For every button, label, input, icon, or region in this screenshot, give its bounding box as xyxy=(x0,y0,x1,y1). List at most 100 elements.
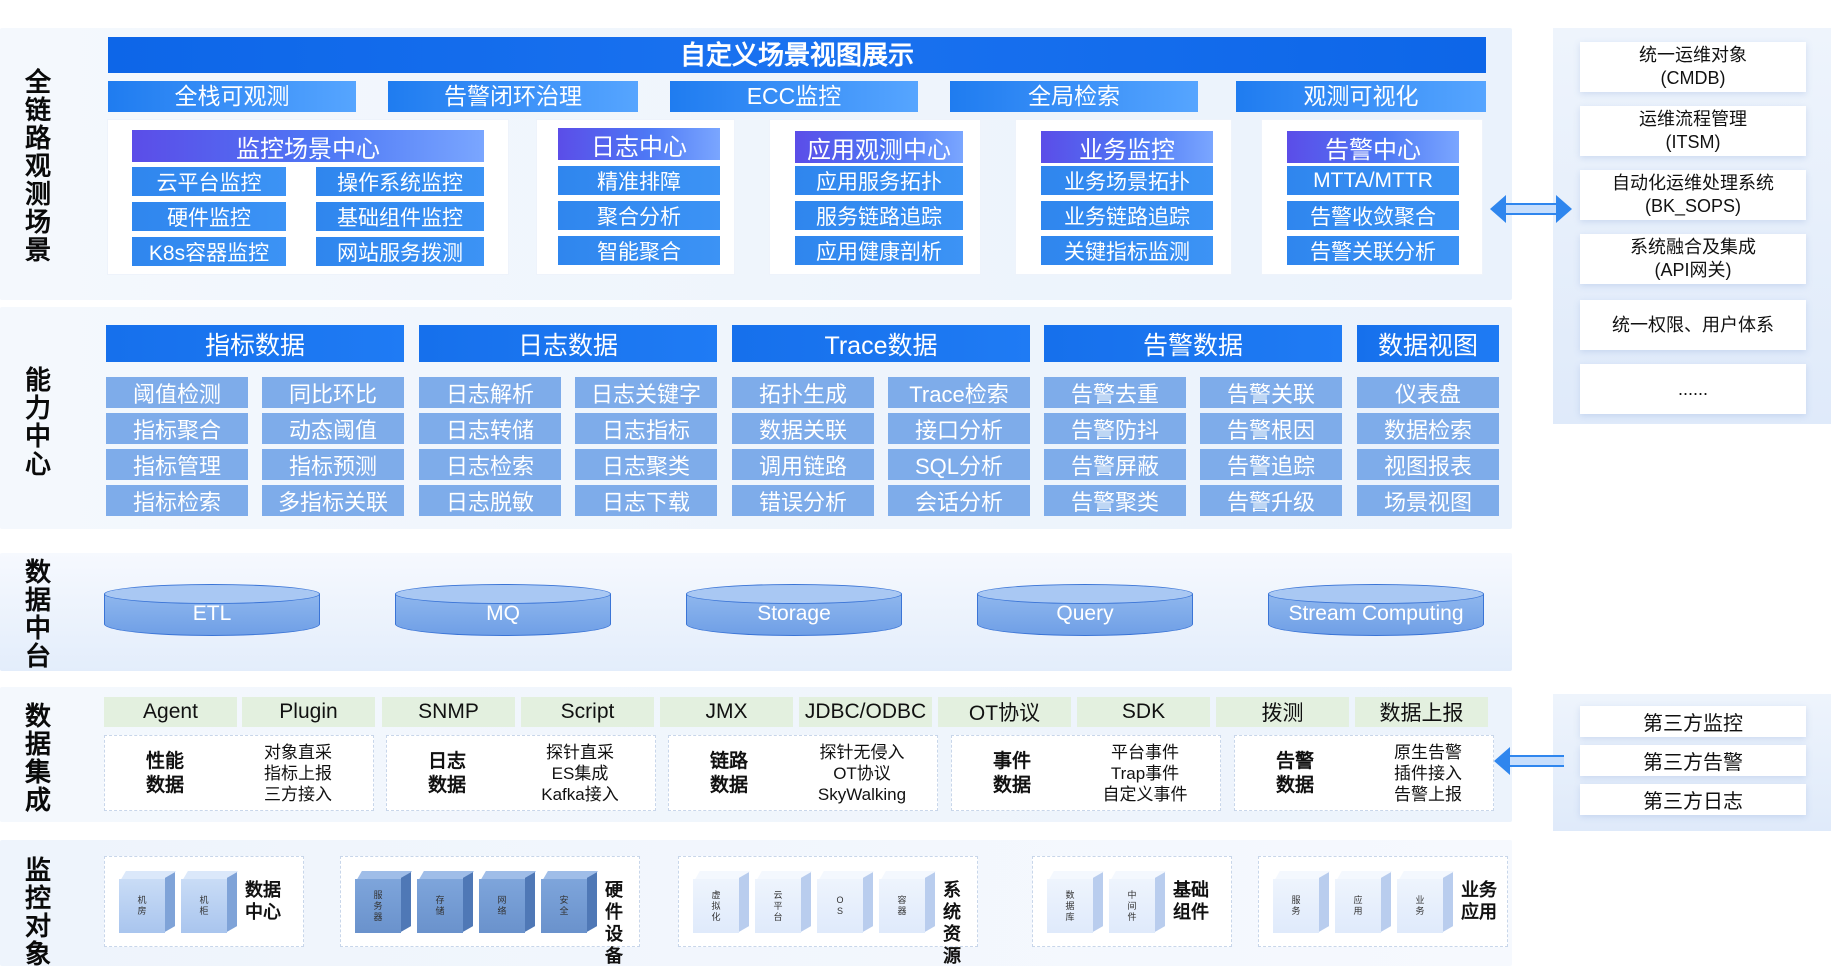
scene-chip-3-0[interactable]: 业务场景拓扑 xyxy=(1041,166,1213,195)
object-cube-1-0[interactable]: 服 务 器 xyxy=(355,871,412,935)
scene-chip-4-1[interactable]: 告警收敛聚合 xyxy=(1287,201,1459,230)
capability-chip-1-6[interactable]: 日志脱敏 xyxy=(419,485,561,516)
capability-chip-4-3[interactable]: 场景视图 xyxy=(1357,485,1499,516)
protocol-8[interactable]: 拨测 xyxy=(1216,697,1349,727)
scene-group-head-3[interactable]: 业务监控 xyxy=(1041,131,1213,164)
scene-chip-3-1[interactable]: 业务链路追踪 xyxy=(1041,201,1213,230)
capability-chip-0-7[interactable]: 多指标关联 xyxy=(262,485,404,516)
capability-chip-1-7[interactable]: 日志下载 xyxy=(575,485,717,516)
scene-group-head-4[interactable]: 告警中心 xyxy=(1287,131,1459,164)
object-cube-2-1[interactable]: 云 平 台 xyxy=(755,871,812,935)
scene-chip-0-2[interactable]: 硬件监控 xyxy=(132,202,286,231)
protocol-2[interactable]: SNMP xyxy=(382,697,515,727)
scene-chip-1-2[interactable]: 智能聚合 xyxy=(558,236,720,265)
capability-chip-1-3[interactable]: 日志指标 xyxy=(575,413,717,444)
capability-head-3[interactable]: 告警数据 xyxy=(1044,325,1342,362)
scene-group-head-1[interactable]: 日志中心 xyxy=(558,128,720,161)
scene-chip-2-1[interactable]: 服务链路追踪 xyxy=(795,201,963,230)
capability-head-2[interactable]: Trace数据 xyxy=(732,325,1030,362)
object-cube-1-3[interactable]: 安 全 xyxy=(541,871,598,935)
capability-chip-0-3[interactable]: 动态阈值 xyxy=(262,413,404,444)
scene-chip-0-1[interactable]: 操作系统监控 xyxy=(316,167,484,196)
scene-group-head-2[interactable]: 应用观测中心 xyxy=(795,131,963,164)
object-cube-0-1[interactable]: 机 柜 xyxy=(181,871,238,935)
capability-chip-0-1[interactable]: 同比环比 xyxy=(262,377,404,408)
capability-chip-2-3[interactable]: 接口分析 xyxy=(888,413,1030,444)
protocol-5[interactable]: JDBC/ODBC xyxy=(799,697,932,727)
scene-tab-2[interactable]: ECC监控 xyxy=(670,81,918,112)
capability-chip-2-0[interactable]: 拓扑生成 xyxy=(732,377,874,408)
protocol-9[interactable]: 数据上报 xyxy=(1355,697,1488,727)
capability-head-0[interactable]: 指标数据 xyxy=(106,325,404,362)
capability-chip-2-4[interactable]: 调用链路 xyxy=(732,449,874,480)
object-cube-4-1[interactable]: 应 用 xyxy=(1335,871,1392,935)
object-cube-2-0[interactable]: 虚 拟 化 xyxy=(693,871,750,935)
platform-cylinder-0[interactable]: ETL xyxy=(104,584,320,636)
side-system-2[interactable]: 自动化运维处理系统 (BK_SOPS) xyxy=(1580,170,1806,220)
protocol-6[interactable]: OT协议 xyxy=(938,697,1071,727)
scene-chip-1-1[interactable]: 聚合分析 xyxy=(558,201,720,230)
platform-cylinder-3[interactable]: Query xyxy=(977,584,1193,636)
capability-chip-3-2[interactable]: 告警防抖 xyxy=(1044,413,1186,444)
platform-cylinder-1[interactable]: MQ xyxy=(395,584,611,636)
capability-chip-1-0[interactable]: 日志解析 xyxy=(419,377,561,408)
capability-chip-4-1[interactable]: 数据检索 xyxy=(1357,413,1499,444)
scene-chip-1-0[interactable]: 精准排障 xyxy=(558,166,720,195)
object-cube-0-0[interactable]: 机 房 xyxy=(119,871,176,935)
capability-chip-1-1[interactable]: 日志关键字 xyxy=(575,377,717,408)
capability-chip-3-1[interactable]: 告警关联 xyxy=(1200,377,1342,408)
side-third-party-1[interactable]: 第三方告警 xyxy=(1580,745,1806,776)
scene-chip-0-3[interactable]: 基础组件监控 xyxy=(316,202,484,231)
side-system-1[interactable]: 运维流程管理 (ITSM) xyxy=(1580,106,1806,156)
capability-chip-0-0[interactable]: 阈值检测 xyxy=(106,377,248,408)
object-cube-1-2[interactable]: 网 络 xyxy=(479,871,536,935)
scene-tab-3[interactable]: 全局检索 xyxy=(950,81,1198,112)
object-cube-2-3[interactable]: 容 器 xyxy=(879,871,936,935)
scene-chip-4-0[interactable]: MTTA/MTTR xyxy=(1287,166,1459,195)
scene-chip-3-2[interactable]: 关键指标监测 xyxy=(1041,236,1213,265)
capability-chip-3-6[interactable]: 告警聚类 xyxy=(1044,485,1186,516)
scene-chip-0-4[interactable]: K8s容器监控 xyxy=(132,237,286,266)
scene-group-head-0[interactable]: 监控场景中心 xyxy=(132,130,484,163)
platform-cylinder-2[interactable]: Storage xyxy=(686,584,902,636)
capability-chip-2-2[interactable]: 数据关联 xyxy=(732,413,874,444)
capability-chip-1-2[interactable]: 日志转储 xyxy=(419,413,561,444)
scene-tab-4[interactable]: 观测可视化 xyxy=(1236,81,1486,112)
scene-tab-1[interactable]: 告警闭环治理 xyxy=(388,81,638,112)
scene-chip-2-2[interactable]: 应用健康剖析 xyxy=(795,236,963,265)
capability-chip-0-6[interactable]: 指标检索 xyxy=(106,485,248,516)
side-system-0[interactable]: 统一运维对象 (CMDB) xyxy=(1580,42,1806,92)
capability-chip-2-6[interactable]: 错误分析 xyxy=(732,485,874,516)
capability-chip-3-5[interactable]: 告警追踪 xyxy=(1200,449,1342,480)
protocol-0[interactable]: Agent xyxy=(104,697,237,727)
capability-chip-4-0[interactable]: 仪表盘 xyxy=(1357,377,1499,408)
protocol-1[interactable]: Plugin xyxy=(242,697,375,727)
capability-chip-2-1[interactable]: Trace检索 xyxy=(888,377,1030,408)
protocol-7[interactable]: SDK xyxy=(1077,697,1210,727)
capability-chip-0-5[interactable]: 指标预测 xyxy=(262,449,404,480)
capability-chip-0-2[interactable]: 指标聚合 xyxy=(106,413,248,444)
protocol-4[interactable]: JMX xyxy=(660,697,793,727)
side-system-3[interactable]: 系统融合及集成 (API网关) xyxy=(1580,234,1806,284)
object-cube-3-1[interactable]: 中 间 件 xyxy=(1109,871,1166,935)
scene-chip-2-0[interactable]: 应用服务拓扑 xyxy=(795,166,963,195)
scene-chip-4-2[interactable]: 告警关联分析 xyxy=(1287,236,1459,265)
capability-chip-4-2[interactable]: 视图报表 xyxy=(1357,449,1499,480)
object-cube-4-0[interactable]: 服 务 xyxy=(1273,871,1330,935)
side-system-4[interactable]: 统一权限、用户体系 xyxy=(1580,300,1806,350)
scene-chip-0-5[interactable]: 网站服务拨测 xyxy=(316,237,484,266)
capability-chip-3-4[interactable]: 告警屏蔽 xyxy=(1044,449,1186,480)
object-cube-2-2[interactable]: O S xyxy=(817,871,874,935)
side-system-5[interactable]: ...... xyxy=(1580,364,1806,414)
side-third-party-2[interactable]: 第三方日志 xyxy=(1580,784,1806,815)
scene-chip-0-0[interactable]: 云平台监控 xyxy=(132,167,286,196)
capability-chip-3-0[interactable]: 告警去重 xyxy=(1044,377,1186,408)
capability-chip-1-4[interactable]: 日志检索 xyxy=(419,449,561,480)
object-cube-4-2[interactable]: 业 务 xyxy=(1397,871,1454,935)
side-third-party-0[interactable]: 第三方监控 xyxy=(1580,706,1806,737)
capability-head-1[interactable]: 日志数据 xyxy=(419,325,717,362)
object-cube-1-1[interactable]: 存 储 xyxy=(417,871,474,935)
capability-chip-3-7[interactable]: 告警升级 xyxy=(1200,485,1342,516)
object-cube-3-0[interactable]: 数 据 库 xyxy=(1047,871,1104,935)
capability-head-4[interactable]: 数据视图 xyxy=(1357,325,1499,362)
